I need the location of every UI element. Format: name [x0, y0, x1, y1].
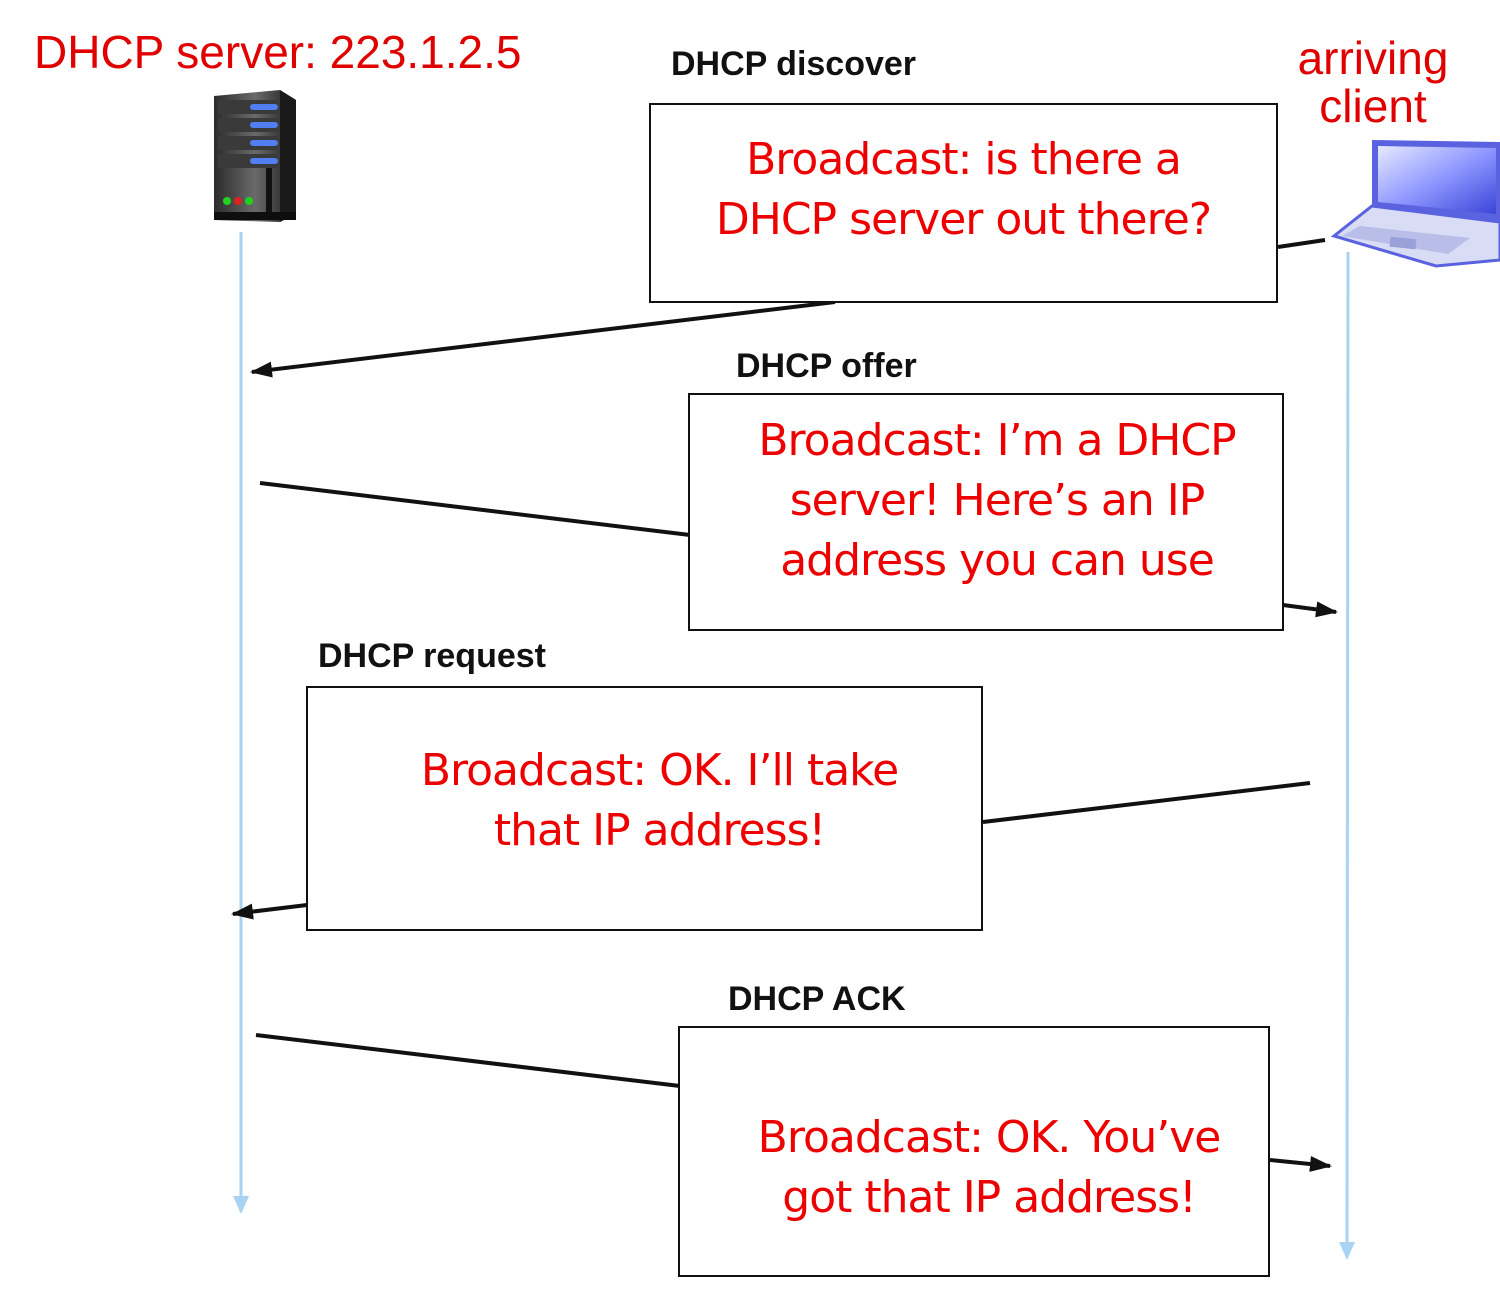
request-line-2: that IP address!	[493, 804, 826, 856]
server-tower-icon	[214, 90, 296, 222]
client-title-line1: arriving	[1297, 32, 1449, 84]
ack-line-2: got that IP address!	[782, 1171, 1196, 1223]
offer-arrow	[259, 481, 1338, 618]
offer-line-2: server! Here’s an IP	[789, 475, 1205, 526]
ack-line-1: Broadcast: OK. You’ve	[757, 1111, 1222, 1163]
server-title: DHCP server: 223.1.2.5	[34, 26, 522, 78]
laptop-icon	[1330, 140, 1500, 268]
request-line-1: Broadcast: OK. I’ll take	[420, 744, 899, 796]
ack-message-box: Broadcast: OK. You’ve got that IP addres…	[678, 1026, 1270, 1277]
discover-line-1: Broadcast: is there a	[746, 134, 1182, 185]
offer-label: DHCP offer	[736, 347, 917, 385]
ack-arrow	[255, 1033, 1332, 1172]
client-timeline	[1339, 251, 1356, 1260]
client-title: arriving client	[1288, 34, 1458, 131]
discover-line-2: DHCP server out there?	[715, 194, 1212, 245]
discover-arrow	[250, 238, 1326, 378]
request-message-box: Broadcast: OK. I’ll take that IP address…	[306, 686, 983, 931]
request-arrow	[231, 781, 1311, 920]
offer-line-3: address you can use	[780, 535, 1215, 586]
offer-line-1: Broadcast: I’m a DHCP	[758, 415, 1236, 466]
offer-message-box: Broadcast: I’m a DHCP server! Here’s an …	[688, 393, 1284, 631]
client-title-line2: client	[1319, 80, 1427, 133]
discover-message-box: Broadcast: is there a DHCP server out th…	[649, 103, 1278, 303]
request-label: DHCP request	[318, 637, 546, 675]
discover-label: DHCP discover	[671, 45, 917, 83]
ack-label: DHCP ACK	[728, 980, 906, 1018]
